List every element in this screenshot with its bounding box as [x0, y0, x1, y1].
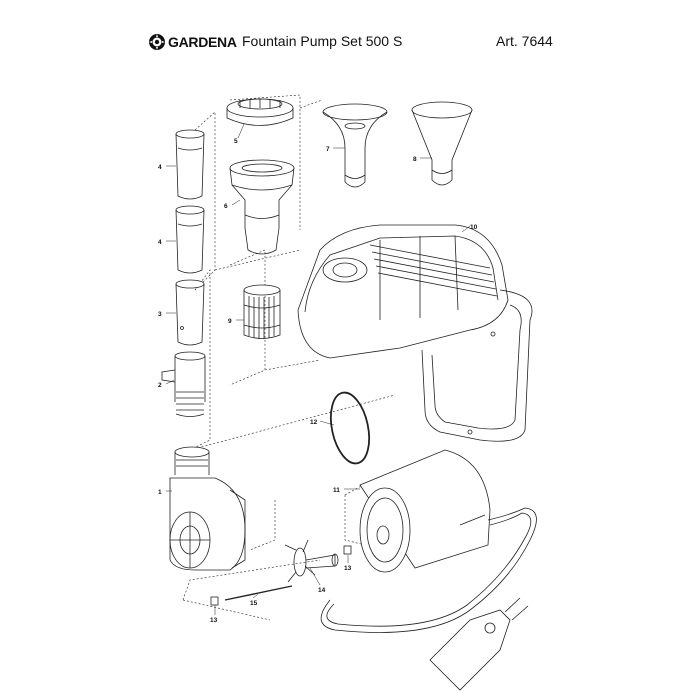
label-leaders	[165, 123, 471, 615]
document-title: Fountain Pump Set 500 S	[242, 33, 403, 49]
part-6-nozzle-adapter	[229, 159, 295, 255]
part-label-1: 1	[158, 489, 162, 496]
part-label-5: 5	[234, 138, 238, 145]
part-13-bearing-right	[343, 545, 352, 555]
part-label-6: 6	[224, 203, 228, 210]
part-label-4-upper: 4	[158, 164, 162, 171]
part-10-pump-housing	[297, 224, 533, 442]
part-9-filter-sleeve	[243, 284, 281, 339]
part-label-7: 7	[326, 146, 330, 153]
part-label-9: 9	[228, 318, 232, 325]
part-5-nozzle-cap	[226, 98, 294, 126]
part-12-o-ring	[329, 391, 371, 465]
part-label-2: 2	[158, 382, 162, 389]
part-label-14: 14	[318, 587, 326, 594]
part-label-10: 10	[470, 224, 478, 231]
part-label-13-left: 13	[210, 617, 218, 624]
part-3-telescope-tube	[175, 279, 205, 346]
part-label-12: 12	[310, 419, 318, 426]
part-label-8: 8	[413, 156, 417, 163]
part-label-11: 11	[333, 487, 340, 494]
part-label-15: 15	[250, 600, 258, 607]
part-11-motor-unit	[320, 449, 537, 633]
brand-name: GARDENA	[168, 34, 237, 50]
part-13-bearing-left	[210, 596, 219, 606]
part-14-impeller	[284, 539, 339, 583]
part-4-extension-tube-lower	[175, 205, 205, 274]
page-header: GARDENA Fountain Pump Set 500 S Art. 764…	[0, 30, 700, 54]
part-label-3: 3	[158, 311, 162, 318]
part-label-4-lower: 4	[158, 239, 162, 246]
part-label-13-right: 13	[344, 565, 352, 572]
part-15-shaft	[224, 585, 293, 601]
gardena-logo: GARDENA	[148, 32, 237, 52]
part-1-pump-body	[169, 446, 246, 571]
part-labels: 4 4 3 2 1 5 6 7 8 9 10 11 12 13 13 14 15	[158, 138, 478, 624]
power-plug-icon	[429, 597, 529, 691]
part-8-nozzle-bell	[411, 101, 473, 186]
part-4-extension-tube-upper	[175, 129, 205, 200]
part-2-tee-connector	[161, 351, 206, 417]
article-number: Art. 7644	[496, 33, 553, 49]
part-7-nozzle-funnel	[322, 103, 388, 188]
gardena-logo-mark	[149, 34, 165, 50]
